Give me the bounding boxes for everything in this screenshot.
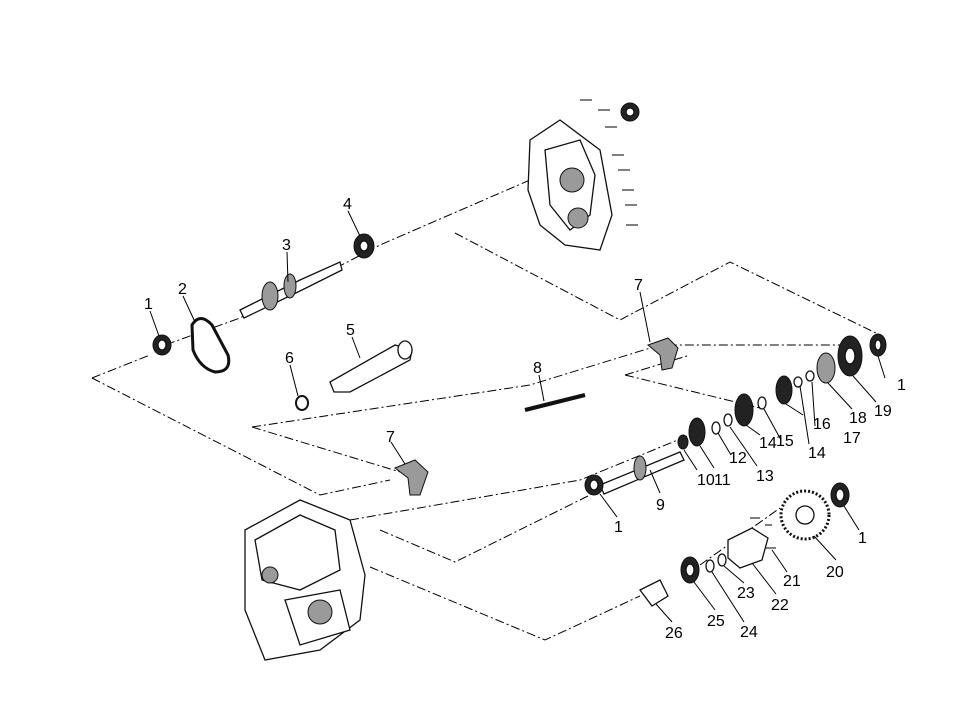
washer-23 xyxy=(717,553,727,567)
bearing-20-side xyxy=(830,482,850,508)
shift-shaft xyxy=(329,340,413,393)
callout-1: 1 xyxy=(144,296,153,313)
callout-21: 21 xyxy=(783,573,801,590)
callout-labels: 1 2 3 4 5 6 7 1 19 18 17 16 15 14 14 13 … xyxy=(144,196,906,642)
bearing-4 xyxy=(353,233,375,259)
bearing-25 xyxy=(680,556,700,584)
callout-14-left: 14 xyxy=(759,435,777,452)
callout-15: 15 xyxy=(776,433,794,450)
callout-18: 18 xyxy=(849,410,867,427)
callout-1-right: 1 xyxy=(897,377,906,394)
snap-ring xyxy=(295,395,309,411)
callout-17: 17 xyxy=(843,430,861,447)
callout-26: 26 xyxy=(665,625,683,642)
bearing-shaft-end xyxy=(584,474,604,496)
bearing-left xyxy=(152,334,172,356)
callout-1-gear: 1 xyxy=(858,530,867,547)
callout-23: 23 xyxy=(737,585,755,602)
callout-5: 5 xyxy=(346,322,355,339)
callout-22: 22 xyxy=(771,597,789,614)
shift-fork-lower xyxy=(393,459,429,496)
callout-1-shaft: 1 xyxy=(614,519,623,536)
callout-19: 19 xyxy=(874,403,892,420)
phantom-lines xyxy=(91,179,881,641)
gear-stack xyxy=(677,335,863,450)
main-case-housing xyxy=(244,499,366,661)
bearing-retainer xyxy=(727,517,776,569)
callout-3: 3 xyxy=(282,237,291,254)
input-shaft xyxy=(239,261,343,319)
cover-bolts xyxy=(580,99,638,226)
callout-4: 4 xyxy=(343,196,352,213)
callout-11: 11 xyxy=(714,472,731,489)
large-gear xyxy=(779,489,831,541)
callout-7-upper: 7 xyxy=(634,277,643,294)
callout-6: 6 xyxy=(285,350,294,367)
shift-fork-upper xyxy=(647,337,679,371)
callout-7-lower: 7 xyxy=(386,429,395,446)
leader-lines xyxy=(149,210,886,623)
callout-13: 13 xyxy=(756,468,774,485)
bearing-right-top xyxy=(869,333,887,357)
callout-8: 8 xyxy=(533,360,542,377)
washer-24 xyxy=(705,559,715,573)
rear-cover-housing xyxy=(527,99,640,251)
callout-12: 12 xyxy=(729,450,747,467)
callout-20: 20 xyxy=(826,564,844,581)
callout-9: 9 xyxy=(656,497,665,514)
output-coupler xyxy=(639,579,669,607)
output-shaft xyxy=(599,451,685,495)
fork-shaft xyxy=(524,393,586,412)
callout-16: 16 xyxy=(813,416,831,433)
callout-10: 10 xyxy=(697,472,715,489)
callout-25: 25 xyxy=(707,613,725,630)
drive-chain xyxy=(190,317,231,374)
callout-24: 24 xyxy=(740,624,758,641)
callout-14-right: 14 xyxy=(808,445,826,462)
callout-2: 2 xyxy=(178,281,187,298)
